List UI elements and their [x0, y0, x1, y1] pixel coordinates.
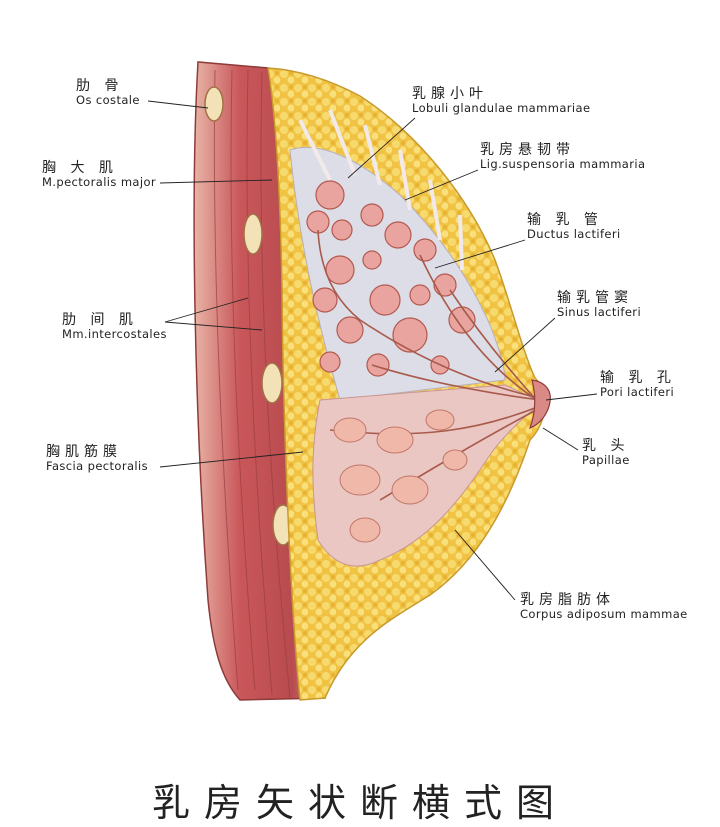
label-pectoralis-major: 胸 大 肌 M.pectoralis major: [42, 160, 157, 190]
label-pori-lactiferi: 输 乳 孔 Pori lactiferi: [600, 370, 676, 400]
nipple: [528, 379, 551, 430]
label-papillae: 乳 头 Papillae: [582, 438, 630, 468]
label-fascia-pectoralis: 胸肌筋膜 Fascia pectoralis: [46, 444, 149, 474]
label-ductus-lactiferi: 输 乳 管 Ductus lactiferi: [527, 212, 621, 242]
label-intercostales: 肋 间 肌 Mm.intercostales: [62, 312, 167, 342]
rib: [204, 86, 224, 122]
rib: [243, 213, 263, 255]
label-lobuli: 乳腺小叶 Lobuli glandulae mammariae: [412, 86, 591, 116]
label-corpus-adiposum: 乳房脂肪体 Corpus adiposum mammae: [520, 592, 688, 622]
lower-lobules: [333, 409, 468, 543]
breast-sagittal-diagram: [147, 61, 598, 701]
rib: [261, 362, 283, 404]
lobules: [306, 180, 476, 377]
muscle-fibers: [213, 69, 291, 699]
diagram-title: 乳房矢状断横式图: [151, 781, 568, 825]
leader-lines: [147, 100, 598, 601]
label-os-costale: 肋 骨 Os costale: [76, 78, 140, 108]
suspensory-ligaments: [298, 109, 464, 271]
label-sinus-lactiferi: 输乳管窦 Sinus lactiferi: [557, 290, 642, 320]
label-lig-suspensoria: 乳房悬韧带 Lig.suspensoria mammaria: [480, 142, 646, 172]
